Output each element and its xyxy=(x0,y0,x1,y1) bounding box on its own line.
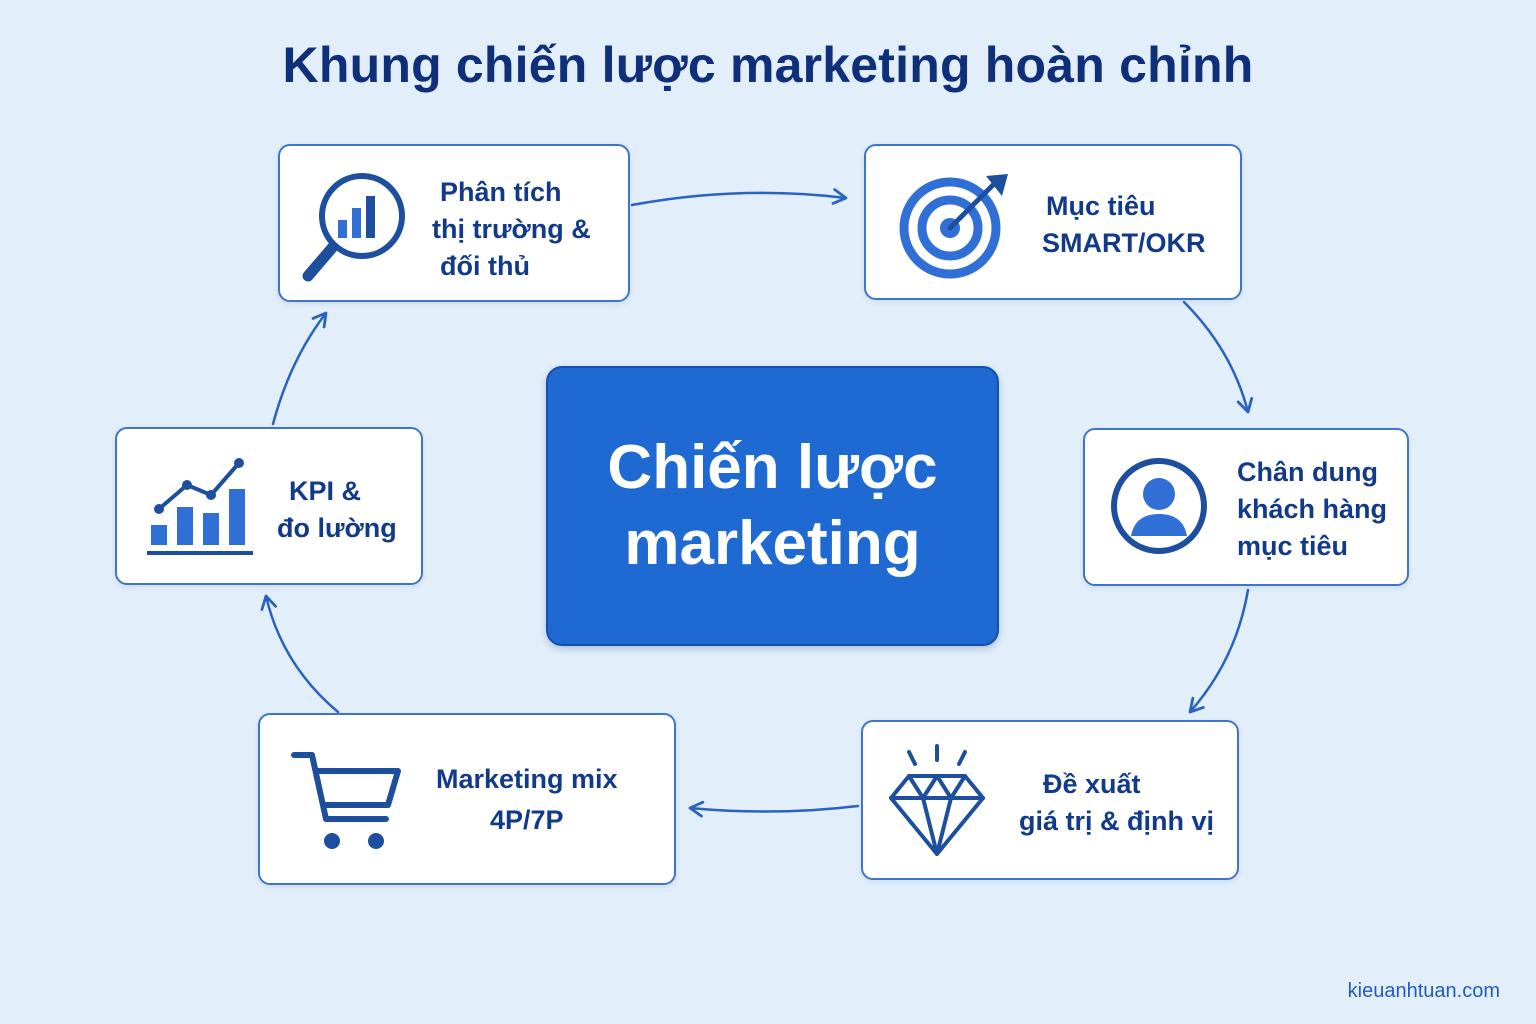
page-title: Khung chiến lược marketing hoàn chỉnh xyxy=(282,37,1254,93)
diamond-icon xyxy=(889,744,985,856)
arrow-5-to-6 xyxy=(260,594,340,714)
target-arrow-icon xyxy=(899,174,1008,279)
step-label-line: giá trị & định vị xyxy=(1019,806,1215,836)
step-label-line: Phân tích xyxy=(440,177,562,207)
step-label-line: Marketing mix xyxy=(436,764,618,794)
step-marketing-mix: Marketing mix 4P/7P xyxy=(258,713,676,885)
step-objectives: Mục tiêu SMART/OKR xyxy=(864,144,1242,300)
step-label-line: SMART/OKR xyxy=(1042,228,1206,258)
step-label-line: đo lường xyxy=(277,513,397,543)
step-label-line: mục tiêu xyxy=(1237,531,1349,561)
arrow-1-to-2 xyxy=(630,188,848,207)
step-label-line: KPI & xyxy=(289,476,362,506)
site-watermark: kieuanhtuan.com xyxy=(1347,980,1500,1002)
center-strategy-block: Chiến lược marketing xyxy=(546,366,999,646)
arrow-3-to-4 xyxy=(1188,588,1250,714)
step-label-line: Đề xuất xyxy=(1043,769,1141,799)
step-customer-persona: Chân dung khách hàng mục tiêu xyxy=(1083,428,1409,586)
step-label-line: thị trường & xyxy=(432,214,591,244)
step-label-line: đối thủ xyxy=(440,251,530,281)
shopping-cart-icon xyxy=(291,752,401,849)
step-kpi: KPI & đo lường xyxy=(115,427,423,585)
step-label-line: khách hàng xyxy=(1237,494,1388,524)
step-label-line: Mục tiêu xyxy=(1046,191,1156,221)
arrow-4-to-5 xyxy=(688,800,860,818)
center-title-line: Chiến lược xyxy=(607,433,938,502)
magnifier-chart-icon xyxy=(302,173,405,282)
user-profile-icon xyxy=(1111,458,1207,554)
step-value-proposition: Đề xuất giá trị & định vị xyxy=(861,720,1239,880)
step-label-line: 4P/7P xyxy=(490,805,564,835)
arrow-6-to-1 xyxy=(271,311,328,426)
step-label-line: Chân dung xyxy=(1237,457,1378,487)
center-title-line: marketing xyxy=(624,509,921,578)
step-market-analysis: Phân tích thị trường & đối thủ xyxy=(278,144,630,302)
arrow-2-to-3 xyxy=(1182,300,1254,414)
growth-chart-icon xyxy=(147,458,253,555)
